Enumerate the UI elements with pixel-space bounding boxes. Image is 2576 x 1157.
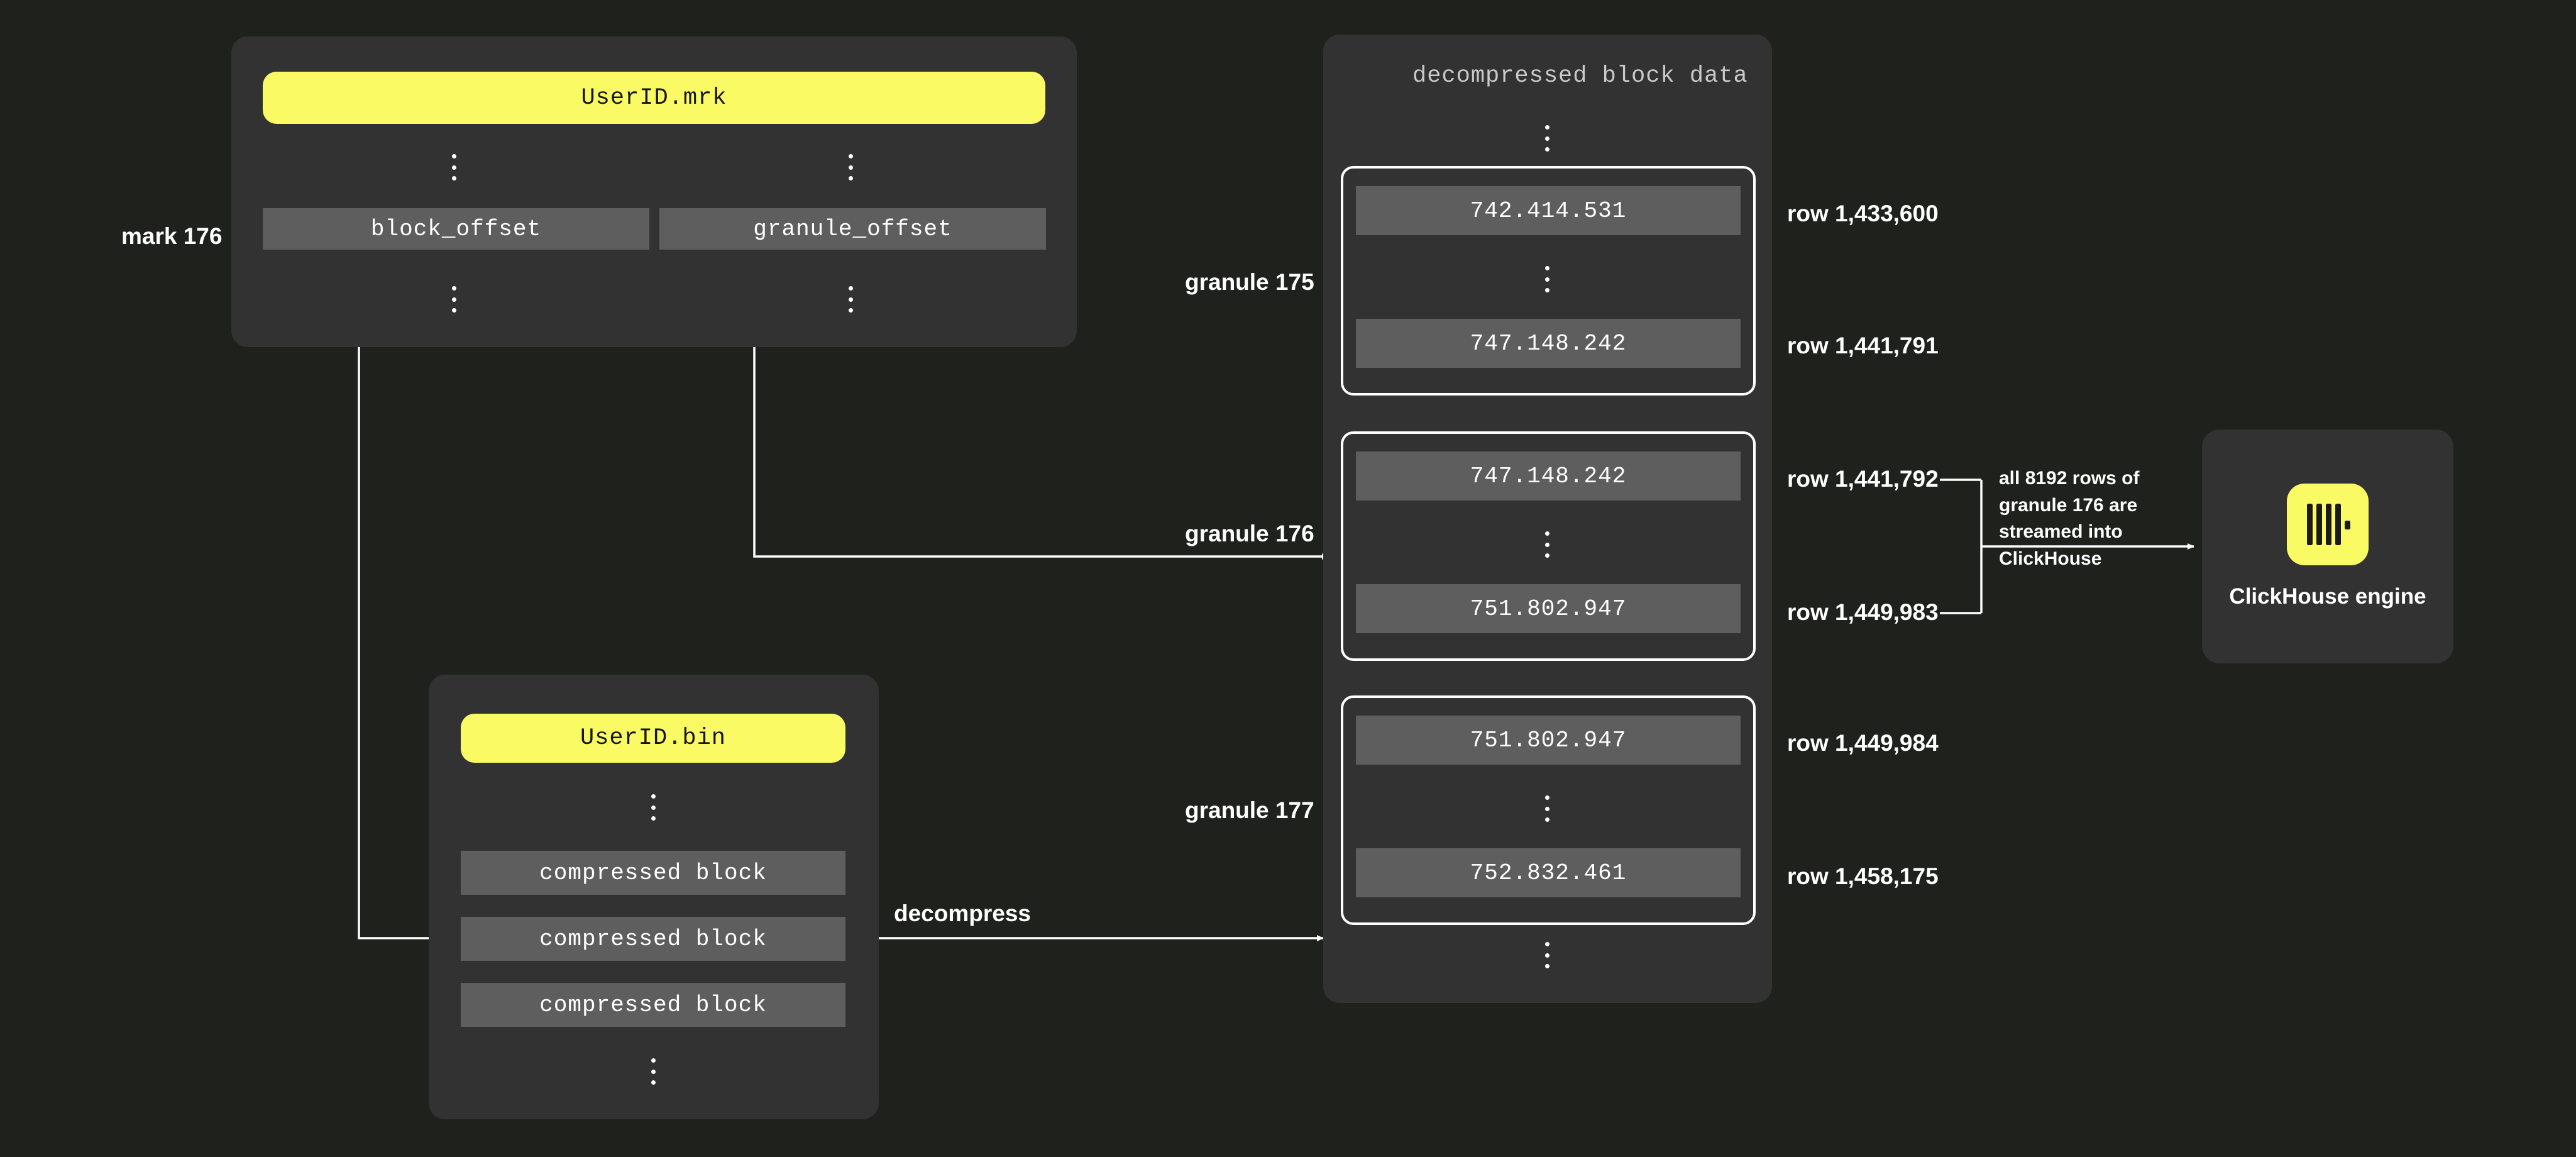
bin-file-chip[interactable]: UserID.bin [461,714,845,763]
granule-176-first-row-label: row 1,441,792 [1787,466,1939,492]
compressed-block-1[interactable]: compressed block [461,851,845,895]
granule-177-last-row-label: row 1,458,175 [1787,863,1939,889]
mark-column-granule-offset[interactable]: granule_offset [659,208,1046,250]
granule-177-first-value[interactable]: 751.802.947 [1356,716,1741,765]
granule-175-last-value[interactable]: 747.148.242 [1356,319,1741,368]
granule-175-label: granule 175 [1185,269,1314,295]
granule-177-last-value[interactable]: 752.832.461 [1356,848,1741,897]
granule-176-box [1341,431,1756,661]
granule-176-last-value[interactable]: 751.802.947 [1356,584,1741,633]
granule-175-last-row-label: row 1,441,791 [1787,333,1939,358]
clickhouse-logo-icon [2287,484,2369,565]
mark-column-block-offset[interactable]: block_offset [263,208,649,250]
granule-176-last-row-label: row 1,449,983 [1787,599,1939,625]
clickhouse-engine-label: ClickHouse engine [2229,584,2426,609]
decompress-edge-label: decompress [894,900,1031,926]
clickhouse-engine-card[interactable]: ClickHouse engine [2202,429,2453,663]
stream-note: all 8192 rows of granule 176 are streame… [1999,468,2140,569]
granule-175-first-value[interactable]: 742.414.531 [1356,186,1741,235]
compressed-block-2[interactable]: compressed block [461,917,845,961]
granule-177-label: granule 177 [1185,797,1314,823]
mark-label: mark 176 [121,223,223,249]
granule-177-first-row-label: row 1,449,984 [1787,730,1939,756]
decompressed-block-title: decompressed block data [1412,63,1748,89]
compressed-block-3[interactable]: compressed block [461,983,845,1027]
granule-175-first-row-label: row 1,433,600 [1787,201,1939,226]
granule-177-box [1341,695,1756,925]
granule-176-label: granule 176 [1185,521,1314,546]
granule-175-box [1341,166,1756,396]
granule-176-first-value[interactable]: 747.148.242 [1356,451,1741,501]
mark-file-chip[interactable]: UserID.mrk [263,72,1045,124]
